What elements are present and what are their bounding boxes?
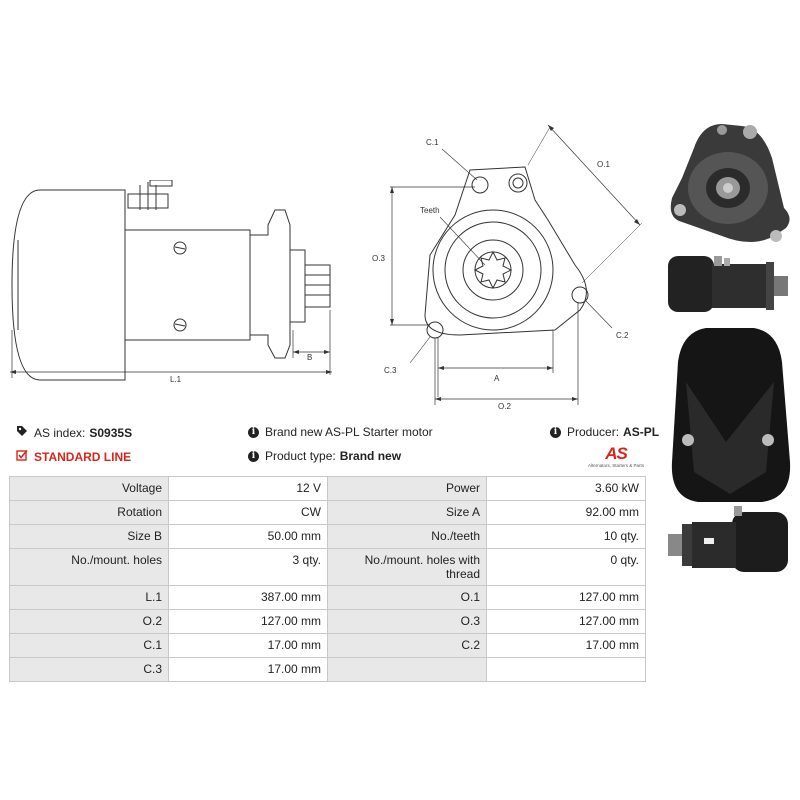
- front-view-drawing: C.1 O.1 Teeth O.3 C.3 C.2 A O.2: [372, 125, 643, 411]
- dimension-b-label: B: [307, 353, 312, 362]
- producer-value: AS-PL: [623, 425, 660, 439]
- dimension-o1-label: O.1: [597, 160, 610, 169]
- standard-line-row: STANDARD LINE: [16, 449, 131, 464]
- spec-label-cell: C.3: [9, 657, 169, 682]
- spec-value-cell: 17.00 mm: [168, 633, 328, 658]
- spec-label-cell: No./mount. holes: [9, 548, 169, 586]
- dimension-l1-label: L.1: [170, 375, 182, 384]
- tag-icon: [16, 425, 28, 440]
- spec-value-cell: 17.00 mm: [486, 633, 646, 658]
- product-photo-angle: [668, 506, 788, 572]
- spec-value-cell: 127.00 mm: [486, 609, 646, 634]
- spec-label-cell: No./teeth: [327, 524, 487, 549]
- product-type-label: Product type:: [265, 449, 336, 463]
- spec-value-cell: 0 qty.: [486, 548, 646, 586]
- logo-mark: AS: [605, 444, 628, 463]
- info-icon: i: [248, 426, 259, 438]
- logo-tagline: Alternators, Starters & Parts: [587, 463, 645, 468]
- teeth-label: Teeth: [420, 206, 440, 215]
- info-icon: i: [550, 426, 561, 438]
- spec-value-cell: 127.00 mm: [168, 609, 328, 634]
- checkbox-icon: [16, 449, 28, 464]
- dimension-c3-label: C.3: [384, 366, 397, 375]
- as-index-row: AS index: S0935S: [16, 425, 132, 440]
- spec-value-cell: 12 V: [168, 476, 328, 501]
- dimension-a-label: A: [494, 374, 500, 383]
- description-text: Brand new AS-PL Starter motor: [265, 425, 433, 439]
- spec-label-cell: C.2: [327, 633, 487, 658]
- product-type-row: i Product type: Brand new: [248, 449, 401, 463]
- spec-value-cell: 127.00 mm: [486, 585, 646, 610]
- dimension-o3-label: O.3: [372, 254, 385, 263]
- spec-value-cell: 3 qty.: [168, 548, 328, 586]
- spec-value-cell: 10 qty.: [486, 524, 646, 549]
- product-photo-front: [670, 124, 790, 242]
- spec-value-cell: 92.00 mm: [486, 500, 646, 525]
- spec-label-cell: Size B: [9, 524, 169, 549]
- spec-label-cell: No./mount. holes with thread: [327, 548, 487, 586]
- as-index-value: S0935S: [89, 425, 133, 440]
- as-pl-logo: AS Alternators, Starters & Parts: [586, 444, 646, 470]
- spec-label-cell: O.3: [327, 609, 487, 634]
- spec-label-cell: Voltage: [9, 476, 169, 501]
- producer-row: i Producer: AS-PL: [550, 425, 659, 439]
- spec-value-cell: CW: [168, 500, 328, 525]
- spec-label-cell: O.1: [327, 585, 487, 610]
- spec-label-cell: [327, 657, 487, 682]
- info-icon: i: [248, 450, 259, 462]
- spec-value-cell: 3.60 kW: [486, 476, 646, 501]
- spec-value-cell: 50.00 mm: [168, 524, 328, 549]
- product-photo-rear: [671, 328, 791, 502]
- spec-label-cell: Size A: [327, 500, 487, 525]
- dimension-c2-label: C.2: [616, 331, 629, 340]
- product-type-value: Brand new: [339, 449, 402, 463]
- dimension-c1-label: C.1: [426, 138, 439, 147]
- side-view-drawing: B L.1: [10, 180, 332, 384]
- spec-value-cell: [486, 657, 646, 682]
- spec-label-cell: O.2: [9, 609, 169, 634]
- spec-label-cell: C.1: [9, 633, 169, 658]
- spec-value-cell: 17.00 mm: [168, 657, 328, 682]
- as-index-label: AS index:: [34, 425, 86, 440]
- product-photo-side: [668, 256, 788, 312]
- dimension-o2-label: O.2: [498, 402, 511, 411]
- description-row: i Brand new AS-PL Starter motor: [248, 425, 433, 439]
- producer-label: Producer:: [567, 425, 620, 439]
- spec-label-cell: Power: [327, 476, 487, 501]
- spec-label-cell: L.1: [9, 585, 169, 610]
- spec-value-cell: 387.00 mm: [168, 585, 328, 610]
- standard-line-label: STANDARD LINE: [34, 449, 132, 464]
- spec-label-cell: Rotation: [9, 500, 169, 525]
